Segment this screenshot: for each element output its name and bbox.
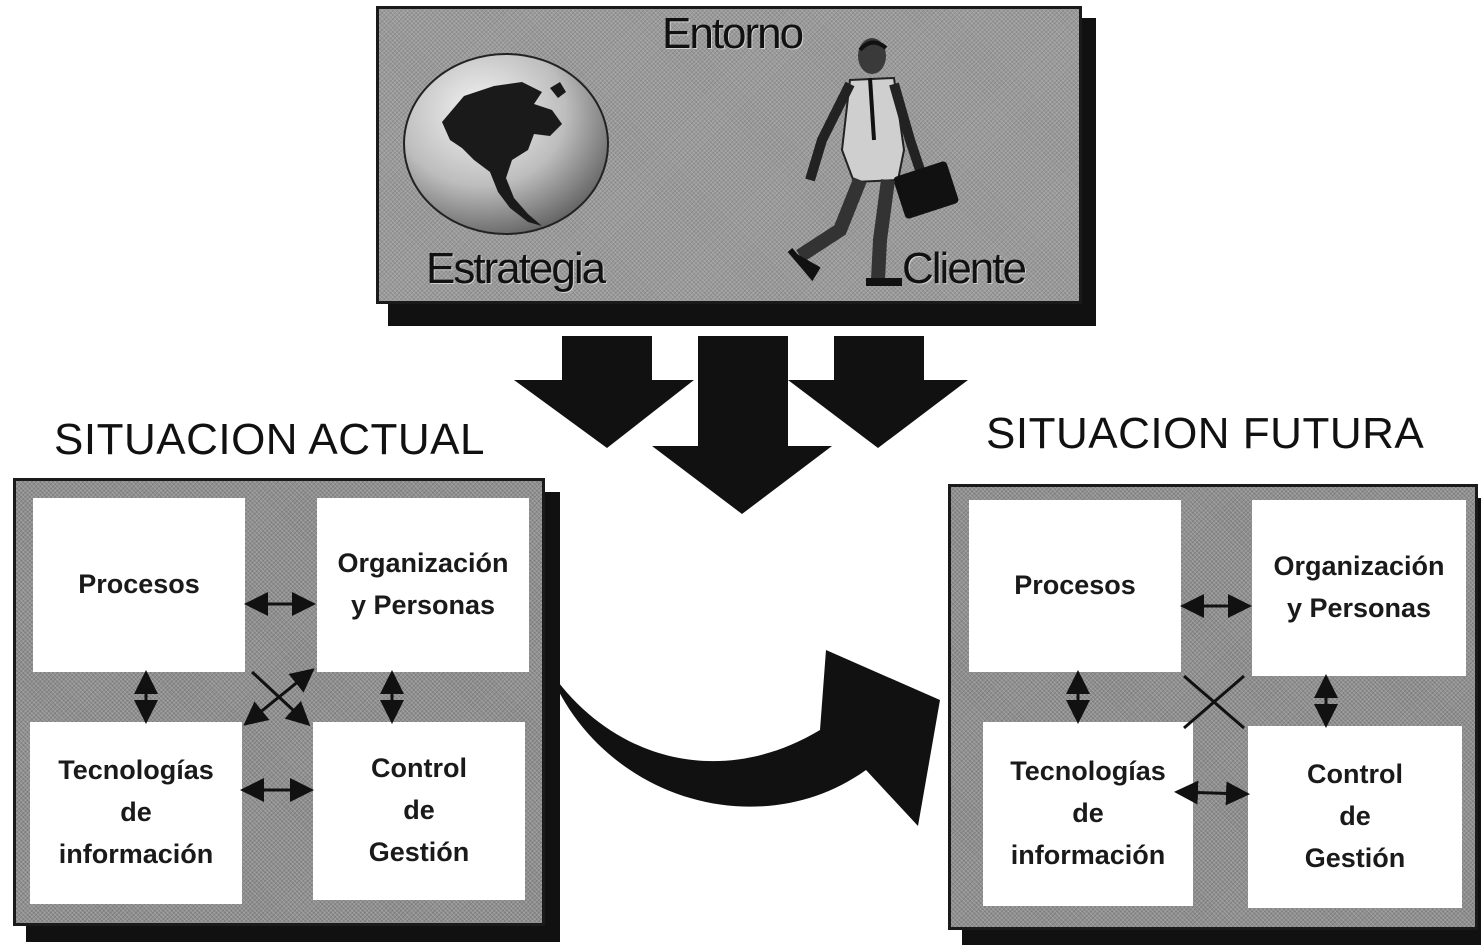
client-label: Cliente — [902, 244, 1027, 293]
current-organization-line1: Organización — [337, 548, 509, 579]
down-arrow-center — [652, 336, 832, 514]
future-cell-control: Control de Gestión — [1248, 726, 1462, 908]
current-cell-organization: Organización y Personas — [317, 498, 529, 672]
strategy-label: Estrategia — [426, 244, 606, 293]
future-organization-line1: Organización — [1273, 551, 1445, 582]
environment-title: Entorno — [662, 9, 804, 58]
future-technology-line2: de — [1072, 798, 1104, 829]
future-cell-processes: Procesos — [969, 500, 1181, 672]
current-control-line2: de — [403, 795, 435, 826]
current-control-line1: Control — [371, 753, 467, 784]
future-cell-organization: Organización y Personas — [1252, 500, 1466, 676]
current-cell-control: Control de Gestión — [313, 722, 525, 900]
current-processes-label: Procesos — [78, 569, 200, 600]
future-link-diag-2 — [1183, 674, 1245, 730]
future-technology-line1: Tecnologías — [1010, 756, 1166, 787]
current-technology-line2: de — [120, 797, 152, 828]
current-connectors — [134, 592, 404, 802]
future-processes-label: Procesos — [1014, 570, 1136, 601]
current-technology-line1: Tecnologías — [58, 755, 214, 786]
current-cell-technology: Tecnologías de información — [30, 722, 242, 904]
down-arrow-left — [514, 336, 694, 448]
future-organization-line2: y Personas — [1286, 593, 1432, 623]
future-control-line1: Control — [1307, 759, 1403, 790]
globe-americas-icon — [403, 53, 609, 235]
down-arrow-right — [788, 336, 968, 448]
future-control-line3: Gestión — [1304, 842, 1406, 873]
future-situation-title: SITUACION FUTURA — [986, 409, 1425, 458]
current-situation-title: SITUACION ACTUAL — [54, 415, 485, 464]
future-connectors — [1066, 594, 1338, 806]
future-link-tech-control — [1174, 780, 1250, 806]
down-arrows-group — [514, 336, 968, 514]
current-cell-processes: Procesos — [33, 498, 245, 672]
current-control-line3: Gestión — [368, 836, 470, 867]
future-control-line2: de — [1339, 801, 1371, 832]
future-technology-line3: información — [1010, 839, 1166, 870]
transition-arrow — [548, 650, 940, 826]
future-cell-technology: Tecnologías de información — [983, 722, 1193, 906]
current-link-diag-2 — [243, 668, 315, 726]
current-technology-line3: información — [58, 838, 214, 869]
businessman-walking-icon — [787, 38, 959, 286]
current-organization-line2: y Personas — [350, 590, 496, 620]
